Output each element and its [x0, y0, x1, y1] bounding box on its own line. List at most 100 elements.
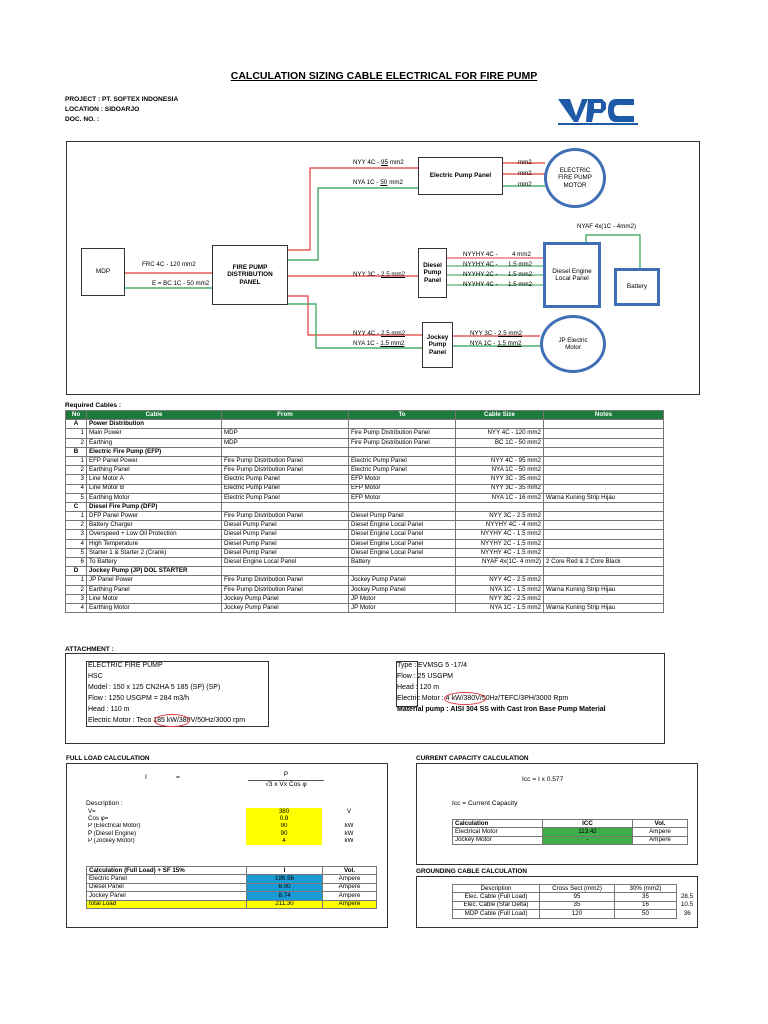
- cell-from: Fire Pump Distribution Panel: [221, 455, 349, 467]
- formula-denominator: √3 x Vx Cos φ: [265, 781, 307, 788]
- empty-cell: [543, 419, 664, 430]
- gc-head-30: 30% (mm2): [614, 883, 677, 894]
- cell-cable-size: NYA 1C - 16 mm2: [455, 492, 544, 503]
- page-title: CALCULATION SIZING CABLE ELECTRICAL FOR …: [230, 70, 538, 82]
- empty-cell: [543, 501, 664, 513]
- cell-notes: [543, 437, 664, 448]
- cc-value: 113.42: [542, 827, 633, 837]
- param-unit: V: [346, 808, 352, 815]
- fire-pump-distribution-panel: FIRE PUMP DISTRIBUTION PANEL: [212, 245, 288, 305]
- cell-cable: Earthing: [86, 437, 222, 448]
- cell-to: Electric Pump Panel: [348, 465, 456, 476]
- empty-cell: [221, 446, 349, 457]
- jp-spec-3: Head : 120 m: [397, 684, 440, 691]
- cell-no: 3: [65, 529, 87, 540]
- cell-cable-size: NYY 3C - 35 mm2: [455, 483, 544, 494]
- jp-motor-line-2: Motor: [565, 344, 581, 351]
- cell-notes: [543, 575, 664, 586]
- cell-notes: [543, 465, 664, 476]
- efp-motor-line-3: MOTOR: [563, 181, 587, 189]
- gc-desc: MDP Cable (Full Load): [452, 909, 540, 919]
- cell-cable-size: BC 1C - 50 mm2: [455, 437, 544, 448]
- nyyhy-size-3: 1.5 mm2: [508, 271, 533, 278]
- location-label: LOCATION : SIDOARJO: [65, 106, 140, 113]
- cell-from: Diesel Pump Panel: [221, 529, 349, 540]
- full-load-panel: [66, 763, 388, 928]
- group-letter: C: [65, 501, 87, 513]
- required-cables-label: Required Cables :: [65, 402, 122, 409]
- current-capacity-panel: [416, 763, 698, 865]
- cell-to: Diesel Engine Local Panel: [348, 538, 456, 549]
- cell-from: Fire Pump Distribution Panel: [221, 465, 349, 476]
- cell-cable: JP Panel Power: [86, 575, 222, 586]
- jpp-line-1: Jockey: [426, 333, 449, 341]
- calc-name: Jockey Panel: [86, 891, 247, 901]
- group-letter: D: [65, 566, 87, 577]
- jp-spec-5: Material pump : AISI 304 SS with Cast Ir…: [397, 706, 606, 713]
- empty-cell: [348, 419, 456, 430]
- cell-to: Electric Pump Panel: [348, 455, 456, 467]
- cc-head-calc: Calculation: [452, 818, 543, 829]
- cell-from: Jockey Pump Panel: [221, 602, 349, 614]
- calc-value: 196.56: [246, 874, 323, 884]
- cell-to: Diesel Engine Local Panel: [348, 529, 456, 540]
- col-notes: Notes: [543, 409, 664, 421]
- cell-cable-size: NYY 3C - 2.5 mm2: [455, 511, 544, 522]
- empty-cell: [221, 566, 349, 577]
- full-load-table: Calculation (Full Load) + SF 15% I Vol. …: [86, 865, 377, 909]
- epp-out-label-1: mm2: [518, 159, 532, 166]
- gc-30pct: 35: [614, 892, 677, 902]
- nyyhy-size-2: 1.5 mm2: [508, 261, 533, 268]
- col-from: From: [221, 409, 349, 421]
- empty-cell: [543, 566, 664, 577]
- cell-cable-size: NYYHY 2C - 1.5 mm2: [455, 538, 544, 549]
- jp-spec-1: Type : EVMSG 5 -17/4: [397, 662, 468, 669]
- gc-head-cross: Cross Sect (mm2): [539, 883, 615, 894]
- cell-from: Fire Pump Distribution Panel: [221, 511, 349, 522]
- icc-note: Icc = Current Capacity: [452, 800, 518, 807]
- nyyhy-label-4: NYYHY 4C -: [463, 281, 498, 288]
- nyyhy-label-2: NYYHY 4C -: [463, 261, 498, 268]
- grounding-table: Description Cross Sect (mm2) 30% (mm2) E…: [452, 883, 698, 919]
- cell-cable-size: NYA 1C - 1.5 mm2: [455, 602, 544, 614]
- cell-to: JP Motor: [348, 593, 456, 604]
- col-no: No: [65, 409, 87, 421]
- table-row: Jockey Motor-Ampere: [452, 835, 688, 846]
- efp-spec-1: ELECTRIC FIRE PUMP: [88, 662, 163, 669]
- cell-notes: Warna Kuning Strip Hijau: [543, 492, 664, 503]
- cell-no: 3: [65, 474, 87, 485]
- cell-cable-size: NYAF 4x(1C- 4 mm2): [455, 556, 544, 568]
- cell-to: Diesel Engine Local Panel: [348, 520, 456, 531]
- earth-cable-label: E = BC 1C - 50 mm2: [152, 280, 210, 287]
- calc-unit: Ampere: [322, 874, 377, 884]
- nyyhy-size-1: 4 mm2: [512, 251, 531, 258]
- group-title: Power Distribution: [86, 419, 222, 430]
- cell-no: 2: [65, 584, 87, 595]
- calc-name: total Load: [86, 899, 247, 909]
- cell-cable-size: NYY 3C - 2.5 mm2: [455, 593, 544, 604]
- nyaf-label: NYAF 4x(1C - 4mm2): [577, 223, 637, 230]
- jpp-line-2: Pump: [428, 341, 447, 349]
- calc-unit: Ampere: [322, 891, 377, 901]
- electric-pump-panel: Electric Pump Panel: [418, 157, 503, 195]
- attachment-panel: ELECTRIC FIRE PUMP HSC Model : 150 x 125…: [65, 653, 665, 744]
- empty-cell: [543, 446, 664, 457]
- cell-no: 2: [65, 437, 87, 448]
- cell-from: Diesel Pump Panel: [221, 520, 349, 531]
- cell-cable: Battery Charger: [86, 520, 222, 531]
- cell-notes: [543, 483, 664, 494]
- param-unit: kW: [344, 837, 354, 845]
- cell-no: 4: [65, 483, 87, 494]
- description-label: Description :: [86, 800, 123, 807]
